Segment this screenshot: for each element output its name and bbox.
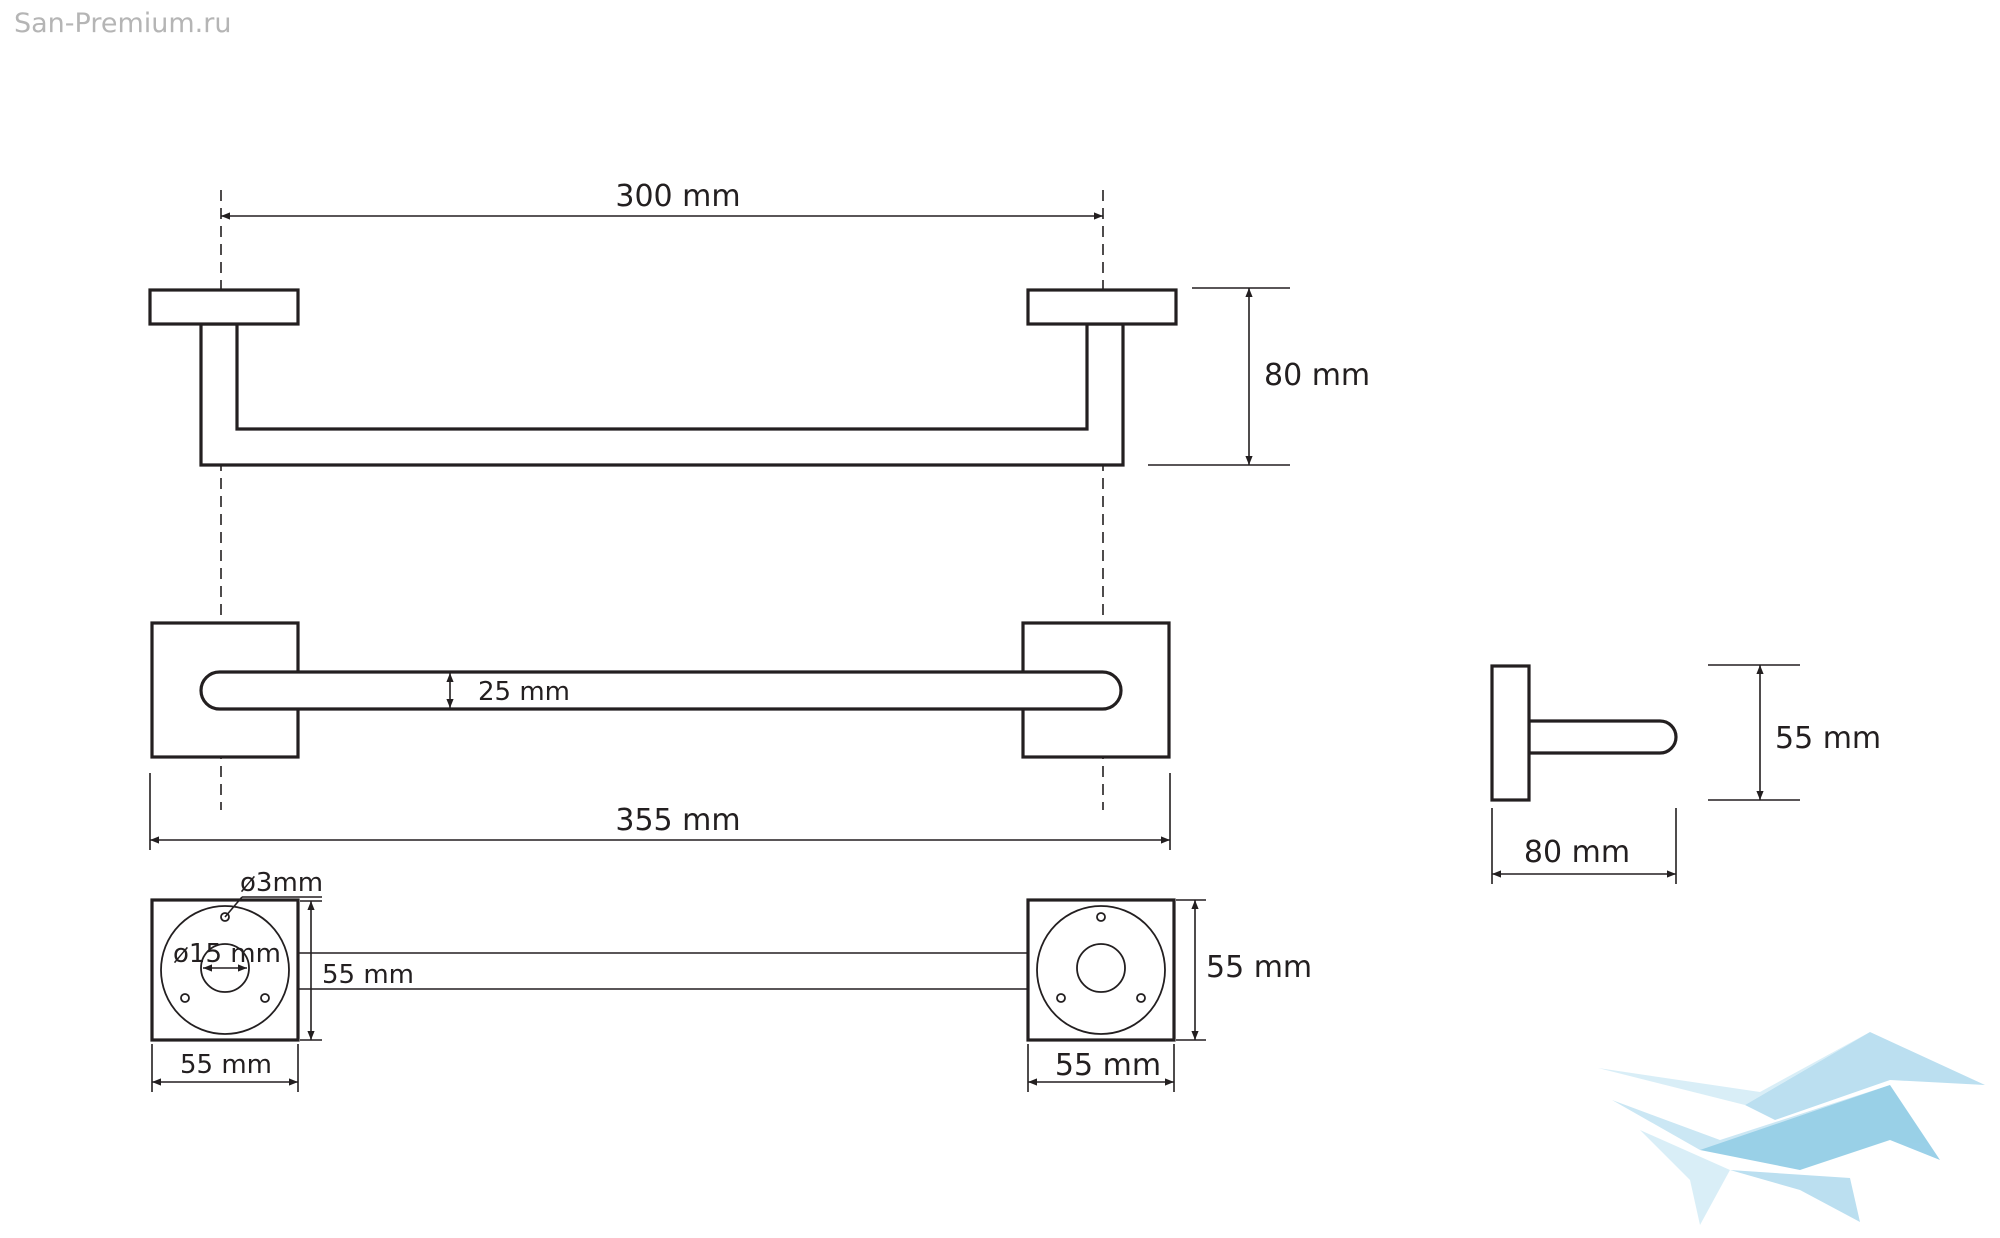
dim-height-label: 80 mm — [1264, 358, 1370, 393]
screw-hole-leader — [224, 896, 243, 918]
dim-left-plate-width-label: 55 mm — [180, 1050, 272, 1080]
right-mount-plate — [1026, 288, 1178, 326]
right-screw-hole — [1096, 912, 1106, 922]
left-screw-hole — [180, 993, 190, 1003]
towel-bar-front-profile — [199, 322, 1125, 467]
right-center-hole — [1076, 943, 1126, 993]
right-screw-hole — [1056, 993, 1066, 1003]
dim-plate-height-label: 55 mm — [1206, 950, 1312, 985]
site-watermark: San-Premium.ru — [14, 8, 232, 39]
left-mount-plate — [148, 288, 300, 326]
dim-right-plate-width-label: 55 mm — [1055, 1048, 1161, 1083]
side-mount-plate — [1490, 664, 1531, 802]
base-view: ø3mm ø15 mm 55 mm 55 mm 55 mm 55 mm — [150, 868, 1312, 1092]
right-screw-hole — [1136, 993, 1146, 1003]
dim-screw-hole-label: ø3mm — [240, 868, 323, 898]
towel-rod — [199, 670, 1123, 711]
bird-logo-icon — [1598, 1032, 1985, 1225]
left-screw-hole — [260, 993, 270, 1003]
dim-side-depth-label: 80 mm — [1524, 835, 1630, 870]
side-rod — [1527, 719, 1678, 755]
dim-center-hole-label: ø15 mm — [173, 939, 281, 969]
front-view: 300 mm 80 mm — [148, 179, 1370, 810]
dim-overall-length-label: 355 mm — [615, 803, 740, 838]
top-view: 25 mm 355 mm — [149, 621, 1171, 850]
dim-side-height-label: 55 mm — [1775, 721, 1881, 756]
dim-rod-gap-label: 55 mm — [322, 960, 414, 990]
dim-center-distance-label: 300 mm — [615, 179, 740, 214]
dim-rod-diameter-label: 25 mm — [478, 677, 570, 707]
side-view: 55 mm 80 mm — [1490, 664, 1881, 884]
